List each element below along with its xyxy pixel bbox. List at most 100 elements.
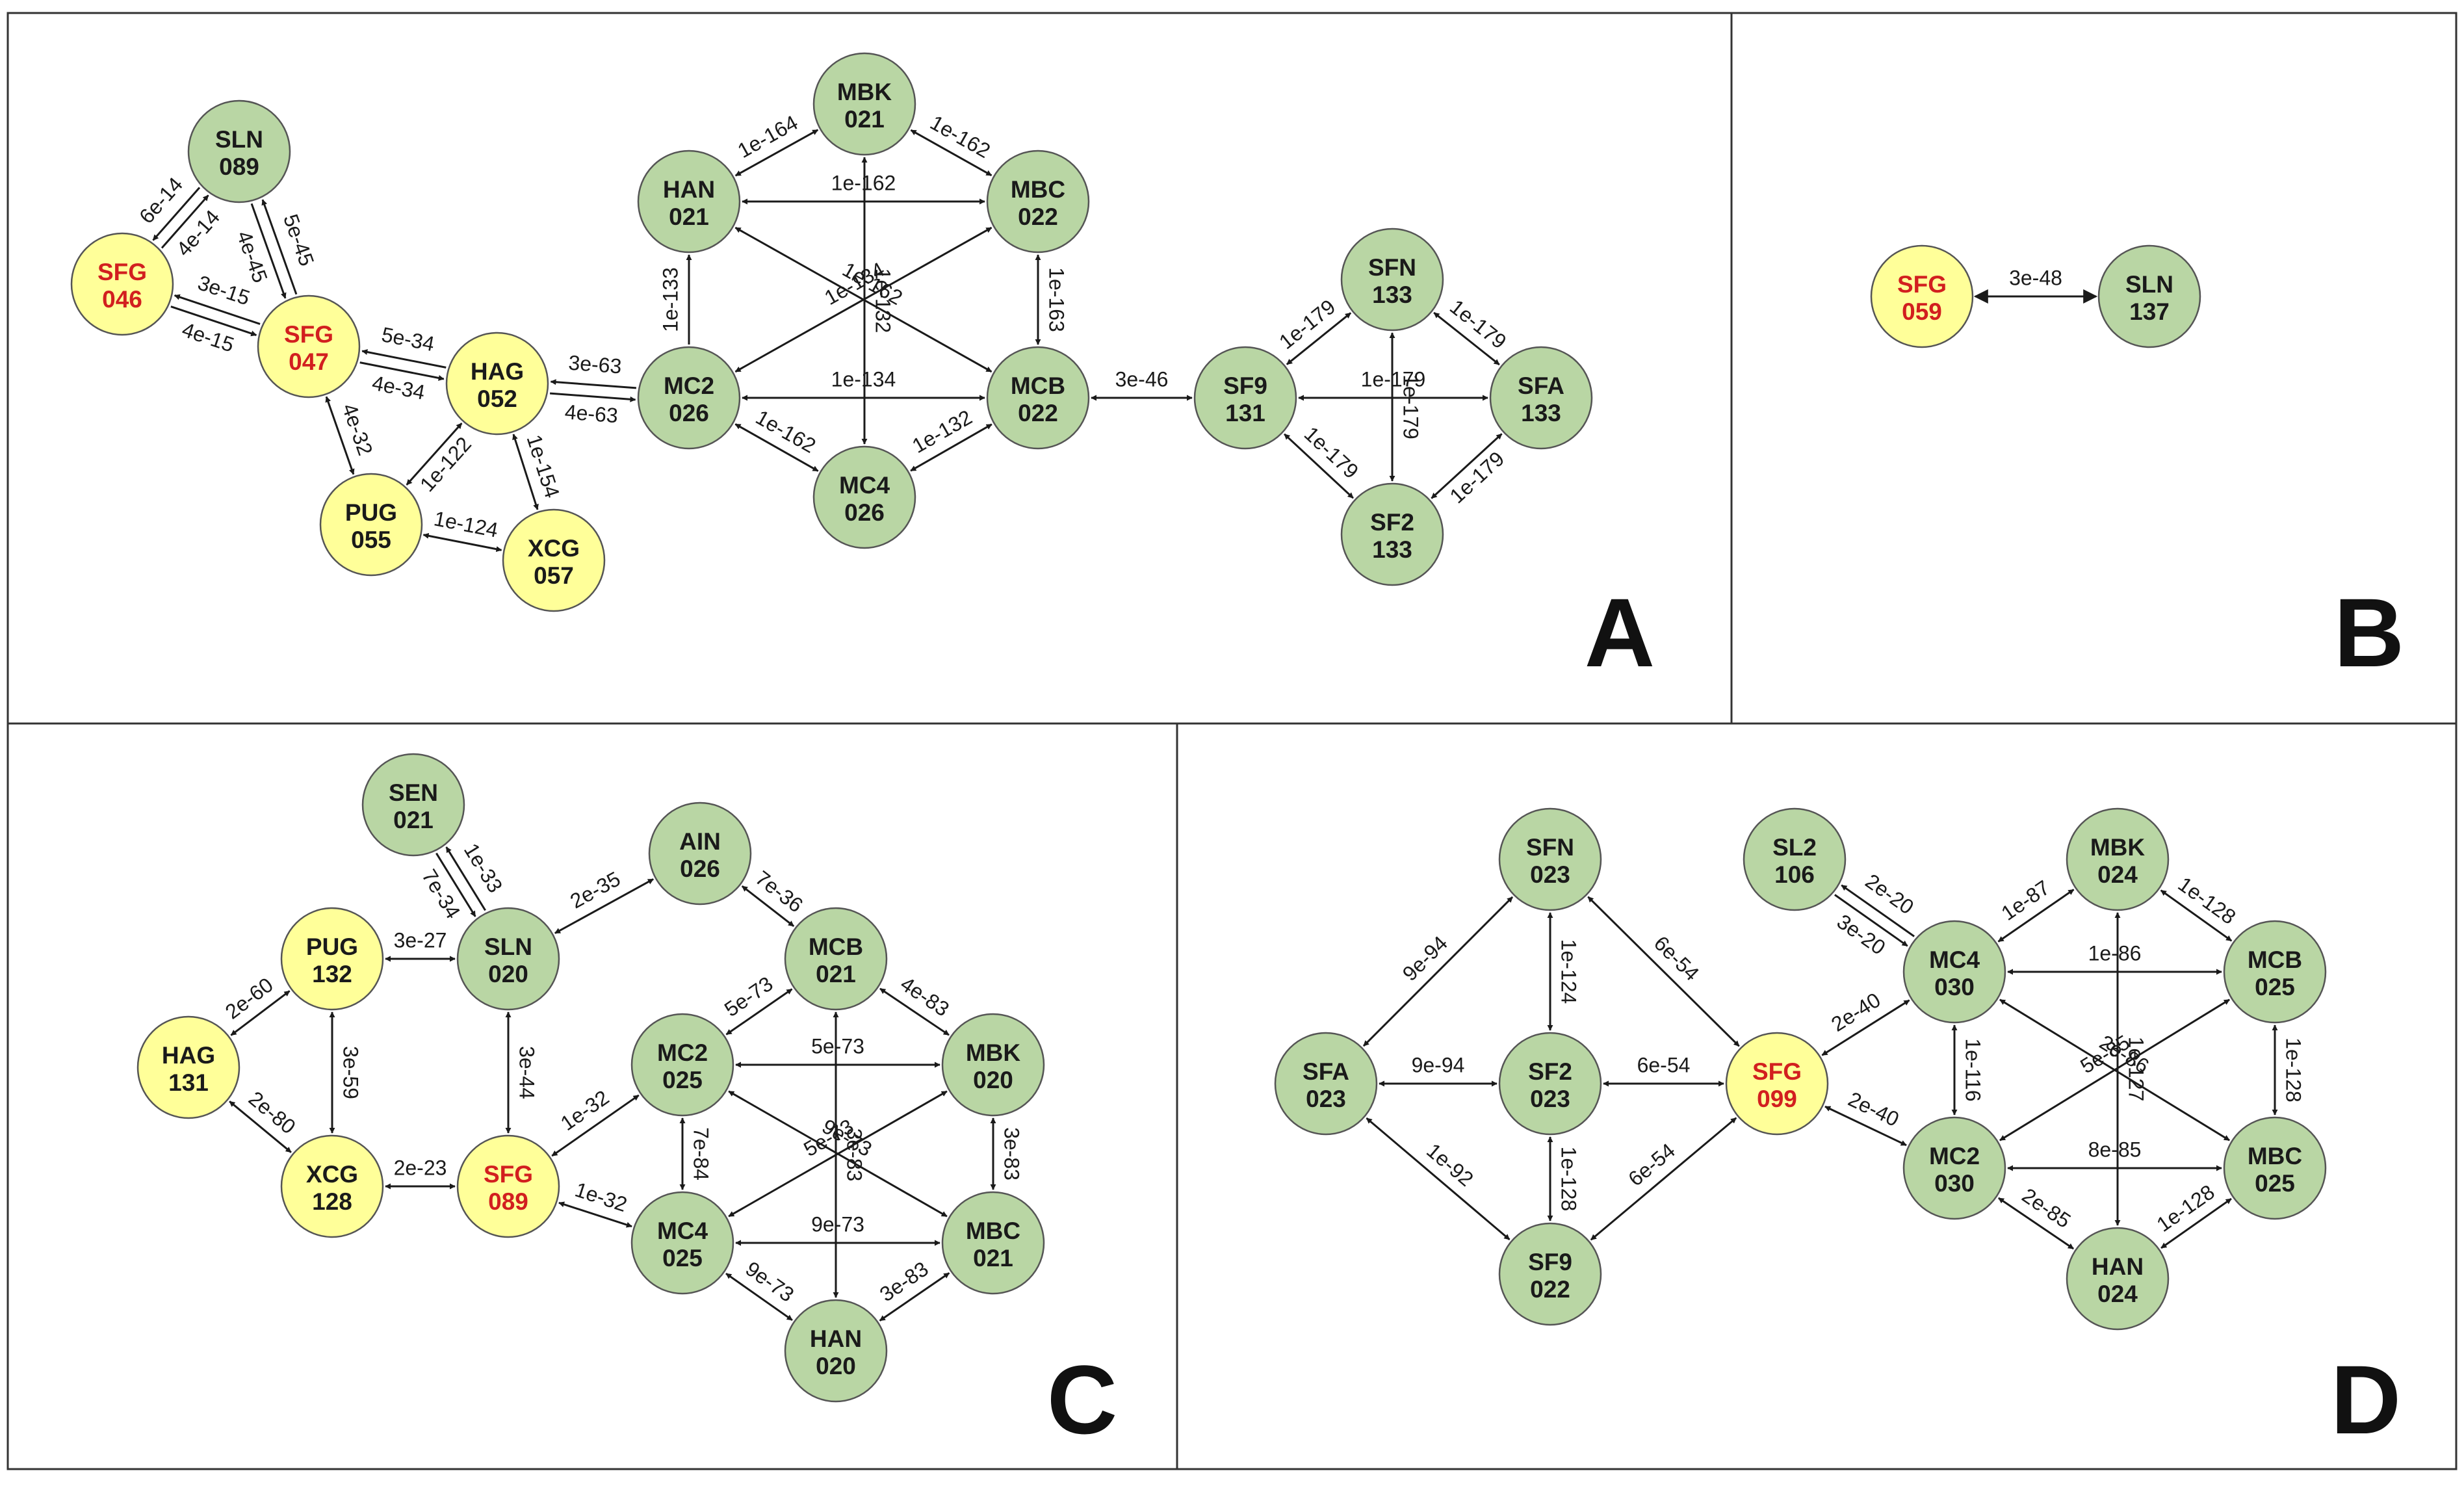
edge-label: 1e-132 [908,405,976,458]
edge-label: 9e-73 [742,1257,799,1307]
edge-C-HAG131-C-XCG128: 2e-80 [229,1087,300,1153]
node-label-number: 030 [1934,1170,1975,1197]
edge-label: 1e-179 [1399,374,1423,439]
edge-line [551,1094,640,1157]
edge-line [1431,433,1503,499]
edge-A-HAG052-A-XCG057: 1e-154 [512,432,564,510]
edge-line-backward [361,349,447,369]
edge-C-PUG132-C-SLN020: 3e-27 [385,928,456,962]
edge-label: 1e-116 [1962,1038,1985,1101]
node-circle [2066,1227,2170,1331]
edge-A-MBK021-A-MBC022: 1e-162 [910,111,994,177]
edge-line [229,1101,292,1153]
edge-label: 1e-133 [658,267,682,332]
edge-label: 5e-73 [811,1034,864,1058]
node-label-name: MBK [966,1039,1021,1066]
edge-line [554,878,654,934]
node-circle [70,232,174,336]
edge-A-SFN133-A-SFA133: 1e-179 [1433,295,1511,366]
node-label-name: SF9 [1528,1249,1572,1275]
edge-label: 1e-179 [1300,422,1363,483]
edge-label: 3e-44 [515,1046,539,1099]
edge-line [1286,312,1352,365]
node-label-number: 023 [1306,1086,1346,1112]
node-label-number: 026 [844,499,885,526]
edge-label: 3e-83 [875,1257,933,1306]
node-label-number: 089 [488,1188,528,1215]
edge-label: 1e-124 [432,506,500,541]
edge-line-backward [445,846,486,911]
edge-C-SLN020-C-AIN026: 2e-35 [554,867,654,934]
node-label-name: MC4 [1929,946,1980,973]
node-label-name: MC4 [657,1218,708,1244]
node-label-name: SFN [1368,254,1416,281]
node-circle [630,1191,734,1295]
edge-label: 1e-32 [556,1086,614,1135]
node-circle [986,150,1090,254]
edge-line [910,423,992,472]
edge-line [2160,889,2233,942]
panel-b-letter: B [2334,578,2404,687]
edge-label: 1e-128 [1557,1147,1581,1212]
edge-label: 1e-179 [1446,295,1511,354]
edge-line [728,1090,948,1218]
node-label-name: MBC [2248,1143,2302,1169]
node-circle [445,332,549,436]
node-circle [456,907,560,1011]
node-label-number: 052 [477,385,517,412]
edge-C-MC4025-C-HAN020: 9e-73 [725,1257,799,1322]
edge-line-forward [1834,894,1908,947]
node-label-name: SFA [1303,1058,1349,1085]
edge-label: 6e-14 [135,173,187,228]
node-circle [456,1134,560,1238]
node-circle [812,52,916,156]
edge-label-secondary: 4e-15 [179,318,237,357]
edge-A-MCB022-A-SF9131: 3e-46 [1091,367,1193,401]
node-label-name: MC4 [839,472,890,499]
node-circle [812,445,916,549]
node-label-number: 133 [1521,400,1561,426]
edge-C-SFG089-C-MC4025: 1e-32 [558,1178,632,1228]
edge-line-backward [1841,884,1915,937]
node-label-number: 025 [2255,1170,2295,1197]
node-circle [136,1015,240,1119]
node-label-name: SF9 [1223,372,1267,399]
edge-label: 1e-164 [734,111,802,163]
edge-line [2160,1197,2232,1249]
edge-line [734,129,819,177]
edge-label-secondary: 7e-34 [417,865,465,923]
node-label-number: 022 [1018,203,1058,230]
edge-A-MC4026-A-MCB022: 1e-132 [908,405,992,472]
edge-line [1997,889,2075,943]
edge-line-forward [161,194,209,249]
edge-line [1433,311,1500,366]
edge-label: 2e-80 [244,1087,300,1139]
edge-line [1366,1117,1511,1241]
node-circle [1498,1222,1602,1326]
edge-label-secondary: 4e-45 [232,228,272,285]
node-label-number: 023 [1530,1086,1570,1112]
node-label-number: 026 [680,855,720,882]
edge-line [512,434,539,510]
edge-label: 1e-92 [1422,1139,1478,1191]
node-label-number: 022 [1018,400,1058,426]
node-label-number: 024 [2097,861,2138,888]
